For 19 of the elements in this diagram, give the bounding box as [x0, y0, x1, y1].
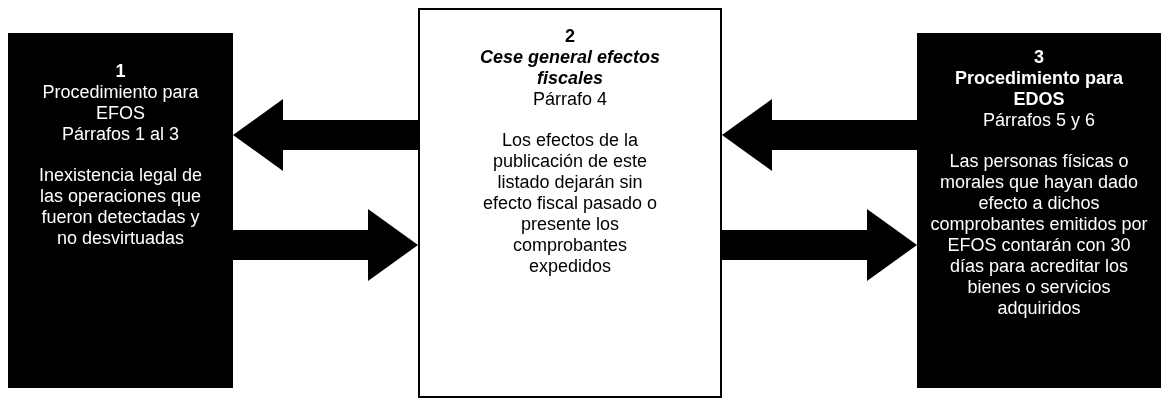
process-box	[418, 8, 722, 398]
step-number: 2	[564, 26, 576, 47]
block-arrow	[722, 99, 917, 171]
step-number: 3	[1033, 47, 1045, 68]
step-description: Los efectos de la publicación de este listado dejarán sin efecto fiscal pasado o presente los comprobantes expedidos	[481, 130, 659, 277]
step-title: Procedimiento para EDOS	[953, 68, 1124, 110]
paragraph-reference: Párrafos 5 y 6	[981, 110, 1097, 131]
process-box	[917, 33, 1161, 388]
step-number: 1	[114, 61, 127, 82]
step-title: Procedimiento para EFOS	[41, 82, 200, 124]
paragraph-reference: Párrafo 4	[531, 89, 608, 110]
block-arrow	[233, 99, 418, 171]
step-description: Las personas físicas o morales que hayan dado efecto a dichos comprobantes emitidos por EFOS contarán con 30 días para acreditar los bienes o servicios adquiridos	[929, 151, 1149, 319]
step-title: Cese general efectos fiscales	[478, 47, 662, 89]
block-arrow	[233, 209, 418, 281]
block-arrow	[722, 209, 917, 281]
step-description: Inexistencia legal de las operaciones que fueron detectadas y no desvirtuadas	[37, 165, 204, 249]
process-box	[8, 33, 233, 388]
paragraph-reference: Párrafos 1 al 3	[60, 124, 181, 145]
